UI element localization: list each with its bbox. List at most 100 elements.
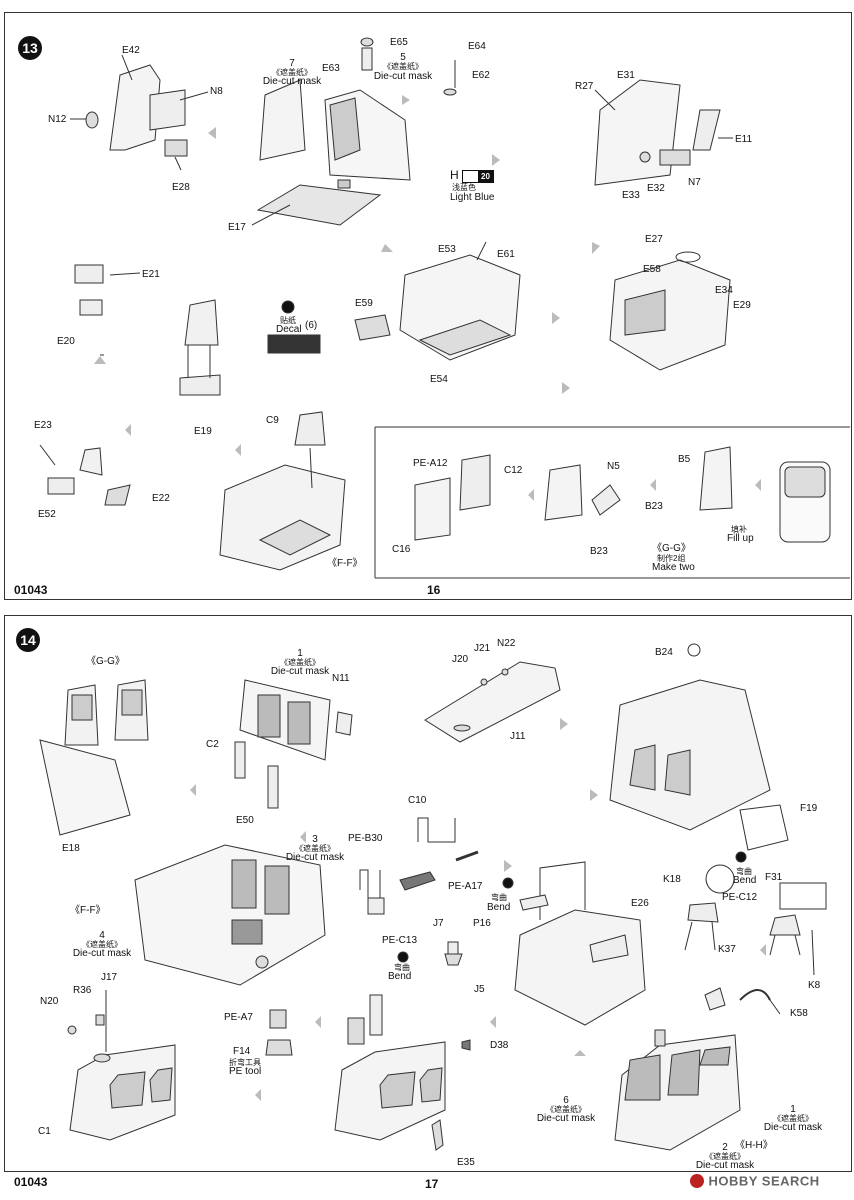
label-bend-1-en: Bend bbox=[733, 875, 757, 886]
label-bend-3-en: Bend bbox=[388, 971, 412, 982]
label-decal-cn: 贴纸 bbox=[280, 316, 296, 325]
label-E50: E50 bbox=[236, 815, 254, 826]
label-B23-a: B23 bbox=[590, 546, 608, 557]
label-E19: E19 bbox=[194, 426, 212, 437]
label-B24: B24 bbox=[655, 647, 673, 658]
label-E21: E21 bbox=[142, 269, 160, 280]
step-13-badge: 13 bbox=[18, 36, 42, 60]
label-F-F-view: 《F-F》 bbox=[327, 558, 363, 569]
label-E35: E35 bbox=[457, 1157, 475, 1168]
label-E26: E26 bbox=[631, 898, 649, 909]
page-16-model-code: 01043 bbox=[14, 583, 48, 597]
label-K18: K18 bbox=[663, 874, 681, 885]
step-14-badge: 14 bbox=[16, 628, 40, 652]
label-decal-count: (6) bbox=[305, 320, 318, 331]
label-C10: C10 bbox=[408, 795, 427, 806]
label-mask-4-en: Die-cut mask bbox=[72, 948, 132, 959]
label-mask-2-en: Die-cut mask bbox=[695, 1160, 755, 1171]
label-bend-2-cn: 弯曲 bbox=[491, 893, 507, 902]
label-make-two-cn: 制作2组 bbox=[657, 554, 686, 563]
label-mask-3-en: Die-cut mask bbox=[285, 852, 345, 863]
label-C12: C12 bbox=[504, 465, 523, 476]
label-C2: C2 bbox=[206, 739, 219, 750]
label-F-F-view: 《F-F》 bbox=[70, 905, 106, 916]
label-PE-B30: PE-B30 bbox=[348, 833, 383, 844]
label-E52: E52 bbox=[38, 509, 56, 520]
label-mask-2-cn: 《遮盖纸》 bbox=[705, 1152, 745, 1161]
label-mask-7-en: Die-cut mask bbox=[262, 76, 322, 87]
label-mask-4-cn: 《遮盖纸》 bbox=[82, 940, 122, 949]
label-K58: K58 bbox=[790, 1008, 808, 1019]
label-E32: E32 bbox=[647, 183, 665, 194]
label-E11: E11 bbox=[735, 134, 753, 145]
label-E33: E33 bbox=[622, 190, 640, 201]
label-K37: K37 bbox=[718, 944, 736, 955]
label-B5: B5 bbox=[678, 454, 691, 465]
label-J7: J7 bbox=[433, 918, 444, 929]
label-F19: F19 bbox=[800, 803, 818, 814]
label-E17: E17 bbox=[228, 222, 246, 233]
label-mask-6-en: Die-cut mask bbox=[536, 1113, 596, 1124]
label-J17: J17 bbox=[101, 972, 118, 983]
label-E23: E23 bbox=[34, 420, 52, 431]
label-mask-7-num: 7 bbox=[289, 58, 295, 69]
label-C1: C1 bbox=[38, 1126, 51, 1137]
label-D38: D38 bbox=[490, 1040, 509, 1051]
label-PE-A7: PE-A7 bbox=[224, 1012, 253, 1023]
label-PE-C13: PE-C13 bbox=[382, 935, 418, 946]
label-light-blue-en: Light Blue bbox=[450, 192, 495, 203]
label-mask-1-en: Die-cut mask bbox=[270, 666, 330, 677]
label-mask-1-num: 1 bbox=[297, 648, 303, 659]
label-light-blue-cn: 浅蓝色 bbox=[452, 183, 476, 192]
label-N20: N20 bbox=[40, 996, 59, 1007]
label-E18: E18 bbox=[62, 843, 80, 854]
label-K8: K8 bbox=[808, 980, 821, 991]
hobby-search-watermark: HOBBY SEARCH bbox=[690, 1172, 820, 1192]
label-B23-b: B23 bbox=[645, 501, 663, 512]
label-PE-A17: PE-A17 bbox=[448, 881, 483, 892]
label-bend-1-cn: 弯曲 bbox=[736, 867, 752, 876]
page-17-frame bbox=[4, 615, 852, 1172]
label-C16: C16 bbox=[392, 544, 411, 555]
label-bend-3-cn: 弯曲 bbox=[394, 963, 410, 972]
label-E27: E27 bbox=[645, 234, 663, 245]
page-17-model-code: 01043 bbox=[14, 1175, 48, 1189]
label-E58: E58 bbox=[643, 264, 661, 275]
label-R36: R36 bbox=[73, 985, 92, 996]
label-R27: R27 bbox=[575, 81, 594, 92]
label-N8: N8 bbox=[210, 86, 223, 97]
label-pe-tool-cn: 折弯工具 bbox=[229, 1058, 261, 1067]
label-mask-1b-cn: 《遮盖纸》 bbox=[773, 1114, 813, 1123]
label-mask-6-cn: 《遮盖纸》 bbox=[546, 1105, 586, 1114]
label-E64: E64 bbox=[468, 41, 486, 52]
label-F14: F14 bbox=[233, 1046, 251, 1057]
label-N22: N22 bbox=[497, 638, 516, 649]
label-fill-up-cn: 填补 bbox=[731, 525, 747, 534]
label-E65: E65 bbox=[390, 37, 408, 48]
label-PE-C12: PE-C12 bbox=[722, 892, 758, 903]
label-E62: E62 bbox=[472, 70, 490, 81]
label-E29: E29 bbox=[733, 300, 751, 311]
label-J21: J21 bbox=[474, 643, 491, 654]
label-E22: E22 bbox=[152, 493, 170, 504]
label-G-G-view: 《G-G》 bbox=[652, 543, 691, 554]
label-mask-2-num: 2 bbox=[722, 1142, 728, 1153]
hobby-search-text: HOBBY SEARCH bbox=[708, 1173, 820, 1189]
label-mask-1b-num: 1 bbox=[790, 1104, 796, 1115]
hobby-search-logo-icon bbox=[690, 1173, 704, 1188]
label-pe-tool-en: PE tool bbox=[229, 1066, 262, 1077]
label-N5: N5 bbox=[607, 461, 620, 472]
page-16-frame bbox=[4, 12, 852, 600]
label-E59: E59 bbox=[355, 298, 373, 309]
label-E28: E28 bbox=[172, 182, 190, 193]
label-E53: E53 bbox=[438, 244, 456, 255]
label-PE-A12: PE-A12 bbox=[413, 458, 448, 469]
label-G-G-view: 《G-G》 bbox=[86, 656, 125, 667]
color-swatch-H20: 20 bbox=[462, 170, 494, 183]
label-mask-5-num: 5 bbox=[400, 52, 406, 63]
label-C9: C9 bbox=[266, 415, 279, 426]
label-mask-5-cn: 《遮盖纸》 bbox=[383, 62, 423, 71]
label-F31: F31 bbox=[765, 872, 783, 883]
label-mask-6-num: 6 bbox=[563, 1095, 569, 1106]
